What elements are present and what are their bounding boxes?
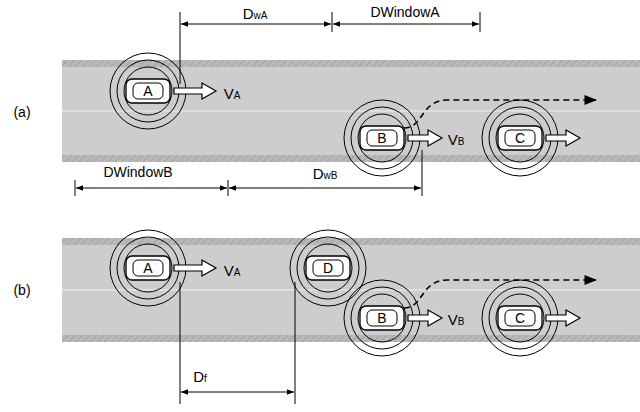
dimension-label: DWindowB <box>103 164 172 181</box>
range-circle <box>496 294 544 342</box>
lane-line <box>62 110 640 112</box>
range-circle <box>297 237 359 299</box>
range-circle <box>496 114 544 162</box>
lane-change-path <box>404 100 596 308</box>
range-circle <box>290 230 366 306</box>
range-circle <box>124 244 172 292</box>
range-circle <box>351 287 413 349</box>
vehicle: A <box>125 77 171 105</box>
road-edge <box>62 60 640 67</box>
vehicle-label: A <box>125 83 171 99</box>
symbol-label: VA <box>224 258 241 280</box>
dimension-lines <box>75 12 480 404</box>
vehicle: B <box>359 304 405 332</box>
dimension-label: (b) <box>13 282 30 299</box>
vehicle-label: A <box>125 260 171 276</box>
symbol-label: VB <box>448 127 465 149</box>
range-circle <box>489 287 551 349</box>
range-circle <box>358 294 406 342</box>
symbol-label: Df <box>193 364 207 386</box>
range-circles <box>110 53 558 356</box>
vehicle: C <box>497 124 543 152</box>
range-circle <box>304 244 352 292</box>
range-circle <box>358 114 406 162</box>
range-circle <box>351 107 413 169</box>
range-circle <box>117 60 179 122</box>
vehicle-label: B <box>359 310 405 326</box>
vehicle: C <box>497 304 543 332</box>
dimension-label: DWindowA <box>370 4 439 21</box>
range-circle <box>117 237 179 299</box>
vehicle-label: B <box>359 130 405 146</box>
vehicle: D <box>305 254 351 282</box>
velocity-arrows <box>174 83 580 326</box>
range-circle <box>124 67 172 115</box>
vehicle: B <box>359 124 405 152</box>
symbol-label: VA <box>224 81 241 103</box>
road <box>62 60 640 162</box>
vehicle-label: C <box>497 310 543 326</box>
road <box>62 238 640 342</box>
range-circle <box>489 107 551 169</box>
symbol-label: VB <box>448 307 465 329</box>
vehicle-label: D <box>305 260 351 276</box>
dimension-label: (a) <box>13 104 30 121</box>
symbol-label: DwB <box>313 161 338 183</box>
vehicle-label: C <box>497 130 543 146</box>
vehicle: A <box>125 254 171 282</box>
symbol-label: DwA <box>243 1 268 23</box>
